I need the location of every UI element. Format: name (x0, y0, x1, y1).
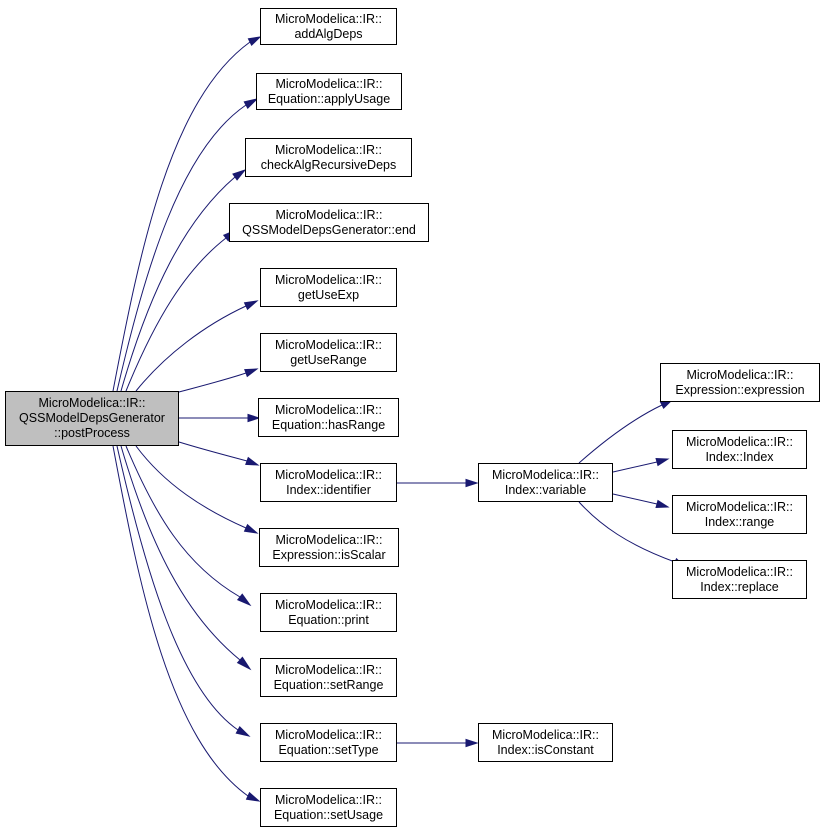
node-label-line: MicroModelica::IR:: (492, 467, 599, 482)
arrowhead (465, 738, 479, 748)
node-label-line: MicroModelica::IR:: (275, 207, 383, 222)
node-identifier[interactable]: MicroModelica::IR:: Index::identifier (260, 463, 397, 502)
call-edge (112, 445, 249, 797)
node-range[interactable]: MicroModelica::IR:: Index::range (672, 495, 807, 534)
node-label-line: ::postProcess (54, 426, 130, 440)
node-label-line: MicroModelica::IR:: (275, 727, 382, 742)
arrowhead (236, 593, 252, 607)
node-label-line: Index::Index (705, 449, 774, 464)
node-label-line: Equation::setRange (273, 677, 384, 692)
node-label-line: QSSModelDepsGenerator::end (242, 222, 416, 237)
arrowhead (243, 300, 259, 311)
node-getuserange[interactable]: MicroModelica::IR:: getUseRange (260, 333, 397, 372)
node-label-line: MicroModelica::IR:: (686, 564, 793, 579)
node-label-line: Expression::expression (675, 382, 805, 397)
node-setusage[interactable]: MicroModelica::IR:: Equation::setUsage (260, 788, 397, 827)
node-label-line: MicroModelica::IR:: (275, 272, 382, 287)
node-label-line: Index::identifier (286, 482, 371, 497)
node-replace[interactable]: MicroModelica::IR:: Index::replace (672, 560, 807, 599)
arrowhead (465, 478, 479, 488)
node-checkalgrecursivedeps[interactable]: MicroModelica::IR:: checkAlgRecursiveDep… (245, 138, 412, 177)
node-label-line: addAlgDeps (294, 26, 363, 41)
node-end[interactable]: MicroModelica::IR:: QSSModelDepsGenerato… (229, 203, 429, 242)
node-setrange[interactable]: MicroModelica::IR:: Equation::setRange (260, 658, 397, 697)
call-edge (116, 445, 239, 731)
node-label-line: Equation::setType (278, 742, 379, 757)
node-isscalar[interactable]: MicroModelica::IR:: Expression::isScalar (259, 528, 399, 567)
call-edge (612, 493, 658, 505)
arrowhead (243, 523, 259, 534)
call-edge (578, 501, 676, 563)
call-edge (125, 445, 241, 598)
node-label-line: MicroModelica::IR:: (38, 396, 146, 410)
node-label-line: Equation::applyUsage (267, 91, 391, 106)
node-isconstant[interactable]: MicroModelica::IR:: Index::isConstant (478, 723, 613, 762)
node-label-line: MicroModelica::IR:: (275, 142, 382, 157)
arrowhead (655, 499, 670, 508)
node-label-line: getUseRange (290, 352, 367, 367)
node-label-line: Index::range (704, 514, 775, 529)
node-label-line: MicroModelica::IR:: (686, 367, 794, 382)
call-edge (120, 176, 236, 392)
node-label-line: MicroModelica::IR:: (275, 402, 382, 417)
call-edge (116, 104, 247, 392)
node-label-line: Equation::hasRange (271, 417, 386, 432)
arrowhead (235, 726, 251, 737)
node-label-line: MicroModelica::IR:: (275, 11, 382, 26)
arrowhead (243, 98, 259, 109)
call-edge (112, 41, 251, 392)
node-label-line: QSSModelDepsGenerator (19, 411, 165, 425)
node-variable[interactable]: MicroModelica::IR:: Index::variable (478, 463, 613, 502)
node-print[interactable]: MicroModelica::IR:: Equation::print (260, 593, 397, 632)
node-label-line: checkAlgRecursiveDeps (260, 157, 397, 172)
arrowhead (245, 456, 260, 466)
node-index-constructor[interactable]: MicroModelica::IR:: Index::Index (672, 430, 807, 469)
node-label-line: getUseExp (297, 287, 360, 302)
call-edge (135, 445, 247, 529)
node-label-line: MicroModelica::IR:: (686, 499, 793, 514)
node-settype[interactable]: MicroModelica::IR:: Equation::setType (260, 723, 397, 762)
node-label-line: MicroModelica::IR:: (275, 532, 383, 547)
call-edge (125, 237, 227, 392)
arrowhead (247, 413, 261, 423)
node-label-line: Index::replace (700, 579, 779, 594)
node-label-line: MicroModelica::IR:: (275, 597, 382, 612)
call-edge (612, 461, 658, 473)
arrowhead (236, 656, 252, 671)
call-edge (178, 372, 247, 393)
call-edge (578, 404, 663, 464)
node-label-line: Expression::isScalar (272, 547, 386, 562)
node-label-line: Equation::setUsage (273, 807, 384, 822)
node-label-line: MicroModelica::IR:: (275, 337, 382, 352)
node-label-line: MicroModelica::IR:: (275, 467, 382, 482)
node-label-line: MicroModelica::IR:: (492, 727, 599, 742)
node-getuseexp[interactable]: MicroModelica::IR:: getUseExp (260, 268, 397, 307)
node-postprocess: MicroModelica::IR:: QSSModelDepsGenerato… (5, 391, 179, 446)
node-label-line: MicroModelica::IR:: (275, 792, 382, 807)
arrowhead (655, 458, 670, 467)
node-label-line: Index::isConstant (497, 742, 594, 757)
arrowhead (247, 36, 262, 47)
node-label-line: Index::variable (504, 482, 587, 497)
node-addalgdeps[interactable]: MicroModelica::IR:: addAlgDeps (260, 8, 397, 45)
call-edge (120, 445, 241, 661)
node-label-line: Equation::print (288, 612, 369, 627)
node-label-line: MicroModelica::IR:: (686, 434, 793, 449)
node-label-line: MicroModelica::IR:: (275, 76, 383, 91)
arrowhead (244, 368, 259, 378)
call-edge (178, 441, 248, 462)
node-label-line: MicroModelica::IR:: (275, 662, 382, 677)
arrowhead (245, 791, 261, 802)
node-hasrange[interactable]: MicroModelica::IR:: Equation::hasRange (258, 398, 399, 437)
node-expression[interactable]: MicroModelica::IR:: Expression::expressi… (660, 363, 820, 402)
call-edge (135, 305, 247, 392)
node-applyusage[interactable]: MicroModelica::IR:: Equation::applyUsage (256, 73, 402, 110)
arrowhead (232, 168, 247, 181)
